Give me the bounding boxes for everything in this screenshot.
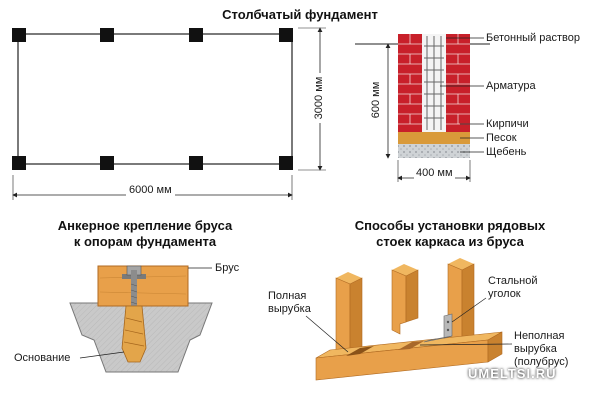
label-partial-line2: вырубка xyxy=(514,343,557,355)
methods-title-line1: Способы установки рядовых xyxy=(354,218,546,233)
label-bricks: Кирпичи xyxy=(486,118,529,130)
brick-wall-right xyxy=(446,34,470,132)
leader-steel-angle xyxy=(451,297,487,323)
plan-pillar xyxy=(189,28,203,42)
sand-layer xyxy=(398,132,470,144)
label-beam: Брус xyxy=(215,262,240,274)
leader-full-cut xyxy=(305,315,349,353)
label-steel-line1: Стальной xyxy=(488,275,538,287)
plan-outline xyxy=(17,33,293,165)
section-leaders xyxy=(440,37,484,153)
label-sand: Песок xyxy=(486,132,517,144)
label-full-cut-line2: вырубка xyxy=(268,303,311,315)
timber-beam xyxy=(97,265,189,307)
timber-post-full-cut xyxy=(335,272,363,357)
anchor-title-line1: Анкерное крепление бруса xyxy=(57,218,233,233)
plan-pillar xyxy=(12,156,26,170)
section-width-label: 400 мм xyxy=(414,167,455,179)
plan-width-label: 6000 мм xyxy=(126,184,175,196)
pillar-section xyxy=(355,34,490,182)
methods-title-line2: стоек каркаса из бруса xyxy=(376,234,524,249)
label-rebar: Арматура xyxy=(486,80,536,92)
label-base: Основание xyxy=(14,352,71,364)
plan-pillar xyxy=(279,156,293,170)
steel-angle xyxy=(423,313,453,343)
rebar-cage xyxy=(424,36,444,130)
anchor-sleeve xyxy=(121,305,147,363)
label-gravel: Щебень xyxy=(486,146,527,158)
anchor-title-line2: к опорам фундамента xyxy=(73,234,217,249)
bottom-beam xyxy=(315,331,503,381)
foundation-plan xyxy=(12,27,326,200)
plan-height-label: 3000 мм xyxy=(313,73,325,123)
label-partial-line1: Неполная xyxy=(514,330,565,342)
post-installation xyxy=(305,258,513,381)
timber-post-half-cut xyxy=(391,264,419,335)
anchor-fixing xyxy=(69,265,213,373)
plan-pillar xyxy=(100,156,114,170)
watermark: UMELTSI.RU xyxy=(468,366,557,381)
label-full-cut-line1: Полная xyxy=(268,290,307,302)
label-steel-line2: уголок xyxy=(488,288,521,300)
label-partial-line3: (полубрус) xyxy=(514,356,569,368)
label-concrete-mortar: Бетонный раствор xyxy=(486,32,580,44)
plan-pillar xyxy=(100,28,114,42)
plan-pillar xyxy=(189,156,203,170)
section-height-label: 600 мм xyxy=(370,78,382,122)
leader-partial-cut xyxy=(419,343,513,346)
main-title: Столбчатый фундамент xyxy=(222,7,378,22)
gravel-layer xyxy=(398,144,470,158)
brick-wall-left xyxy=(398,34,422,132)
plan-pillar xyxy=(279,28,293,42)
plan-pillar xyxy=(12,28,26,42)
